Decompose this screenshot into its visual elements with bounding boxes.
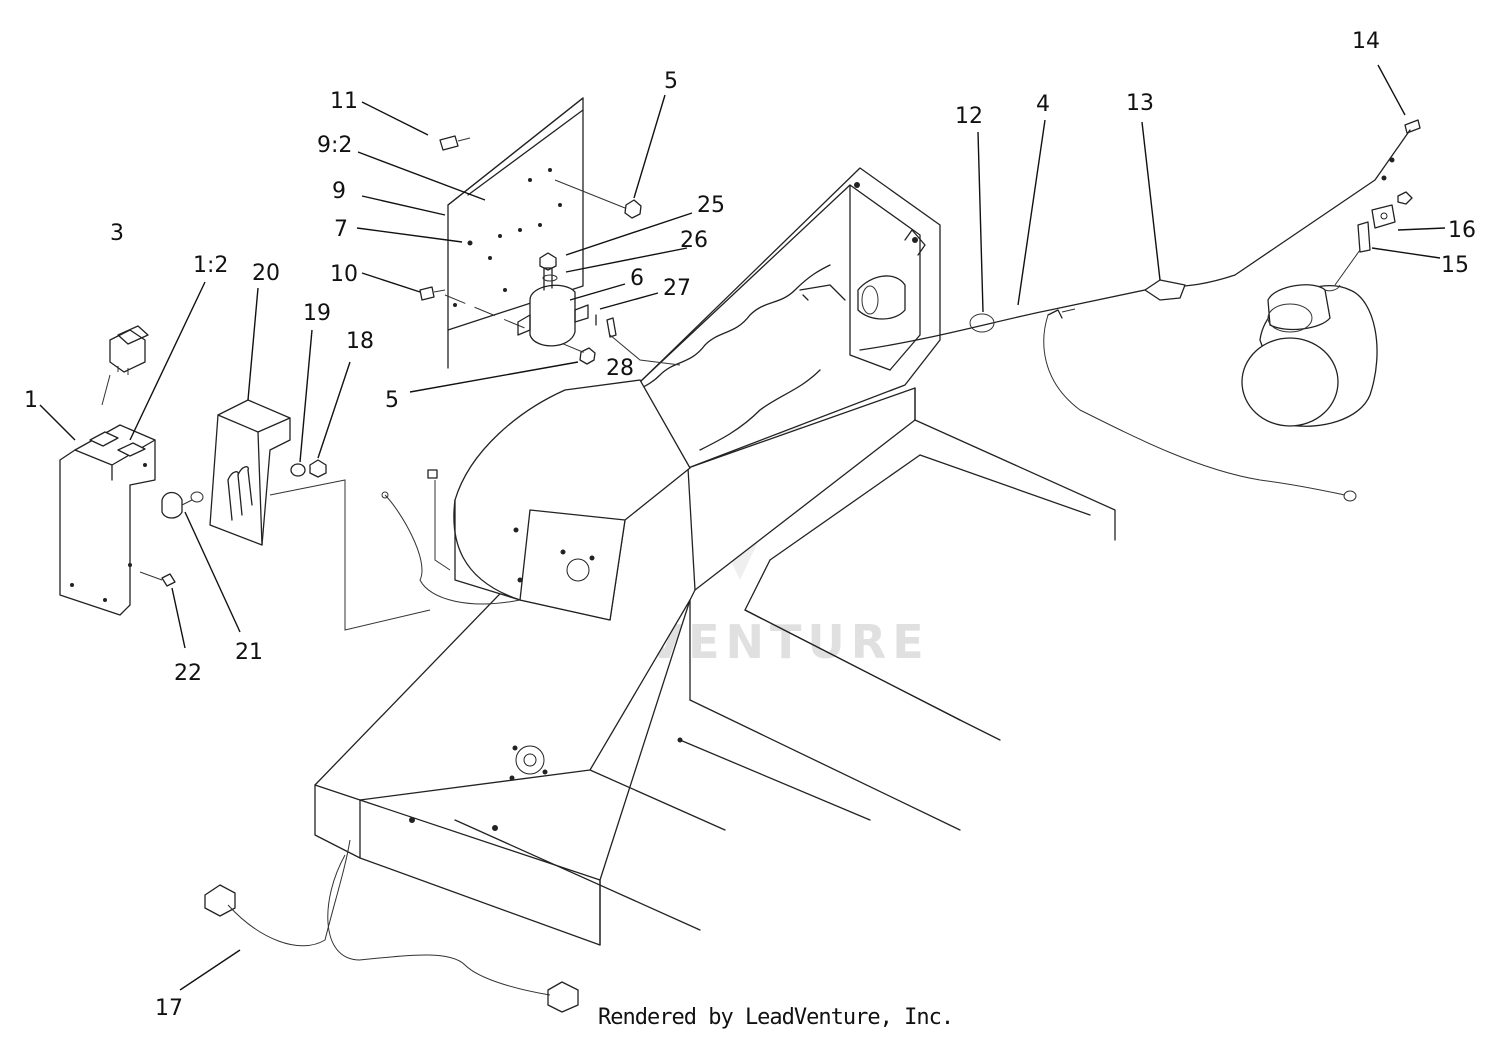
credit-text: Rendered by LeadVenture, Inc. bbox=[598, 1005, 954, 1030]
callout-labels: 11 9:2 9 7 10 5 25 26 6 27 28 5 3 1:2 20… bbox=[24, 29, 1476, 1021]
console-tower bbox=[453, 167, 941, 621]
callout-19: 19 bbox=[303, 301, 331, 326]
callout-27: 27 bbox=[663, 276, 691, 301]
solenoid-assembly bbox=[517, 252, 681, 366]
callout-18: 18 bbox=[346, 329, 374, 354]
callout-10: 10 bbox=[330, 262, 358, 287]
callout-6: 6 bbox=[630, 266, 644, 291]
callout-26: 26 bbox=[680, 228, 708, 253]
relay-component bbox=[799, 275, 906, 320]
mounting-plate bbox=[419, 97, 642, 369]
callout-5-bottom: 5 bbox=[385, 388, 399, 413]
rocker-switch bbox=[101, 325, 149, 406]
wire-harness bbox=[204, 469, 579, 1013]
callout-1-2: 1:2 bbox=[193, 253, 228, 278]
callout-21: 21 bbox=[235, 640, 263, 665]
callout-9-2: 9:2 bbox=[317, 133, 352, 158]
callout-12: 12 bbox=[955, 104, 983, 129]
cable-assembly bbox=[859, 119, 1421, 502]
leader-lines bbox=[39, 64, 1446, 991]
callout-20: 20 bbox=[252, 261, 280, 286]
starter-motor bbox=[1241, 284, 1378, 427]
callout-7: 7 bbox=[334, 217, 348, 242]
callout-17: 17 bbox=[155, 996, 183, 1021]
callout-22: 22 bbox=[174, 661, 202, 686]
callout-16: 16 bbox=[1448, 218, 1476, 243]
bracket-20 bbox=[161, 399, 431, 631]
callout-1: 1 bbox=[24, 388, 38, 413]
callout-3: 3 bbox=[110, 221, 124, 246]
callout-11: 11 bbox=[330, 89, 358, 114]
switch-panel bbox=[59, 424, 176, 616]
callout-28: 28 bbox=[606, 356, 634, 381]
callout-25: 25 bbox=[697, 193, 725, 218]
callout-4: 4 bbox=[1036, 92, 1050, 117]
callout-15: 15 bbox=[1441, 253, 1469, 278]
callout-13: 13 bbox=[1126, 91, 1154, 116]
callout-9: 9 bbox=[332, 179, 346, 204]
callout-14: 14 bbox=[1352, 29, 1380, 54]
callout-5-top: 5 bbox=[664, 69, 678, 94]
